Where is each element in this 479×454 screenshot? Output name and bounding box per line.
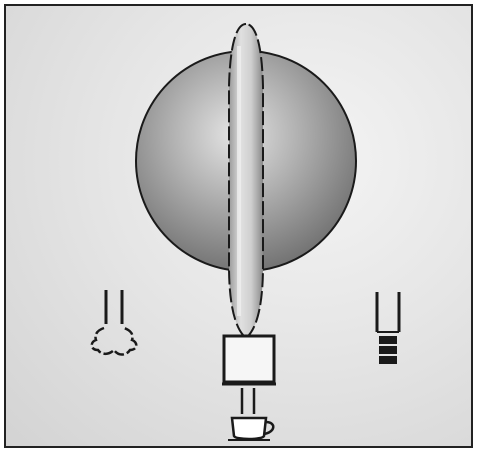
espresso-cup-icon[interactable] (214, 334, 304, 446)
selector-area (6, 6, 471, 446)
knob-pointer[interactable] (228, 22, 264, 340)
control-panel (4, 4, 473, 448)
hot-water-nozzle-icon[interactable] (368, 288, 408, 370)
steam-wand-froth-icon[interactable] (84, 284, 144, 364)
selector-dial-knob[interactable] (126, 16, 366, 356)
